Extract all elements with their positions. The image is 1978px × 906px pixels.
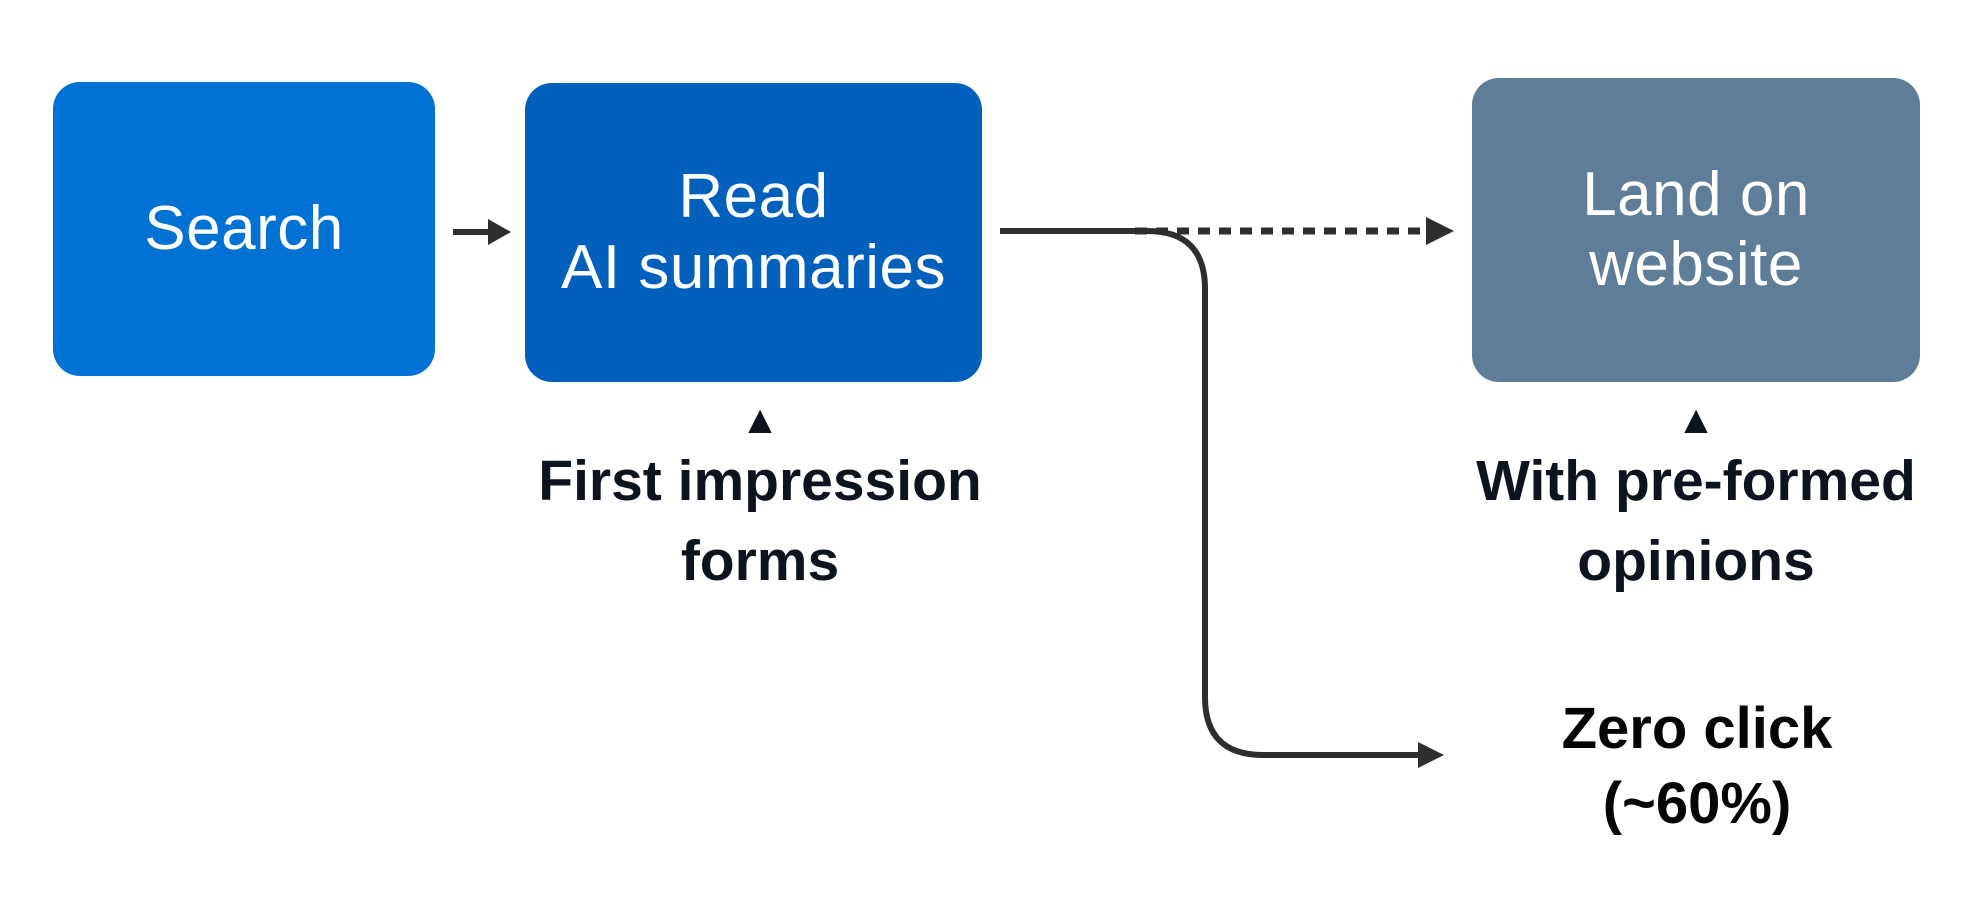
outcome-zero-click: Zero click (~60%) bbox=[1447, 691, 1947, 842]
annotation-line: First impression bbox=[538, 449, 982, 513]
triangle-up-icon: ▲ bbox=[1676, 398, 1716, 442]
arrowhead-icon bbox=[1418, 742, 1444, 768]
node-read-ai-summaries: Read AI summaries bbox=[525, 83, 982, 382]
triangle-up-icon: ▲ bbox=[740, 398, 780, 442]
outcome-line: (~60%) bbox=[1602, 771, 1792, 837]
outcome-line: Zero click bbox=[1561, 696, 1833, 761]
node-label-line: Search bbox=[144, 193, 344, 263]
node-label-line: Read bbox=[678, 162, 829, 232]
annotation-text: With pre-formed opinions bbox=[1446, 442, 1946, 602]
node-label-line: AI summaries bbox=[561, 232, 946, 302]
annotation-pre-formed-opinions: ▲ With pre-formed opinions bbox=[1446, 400, 1946, 602]
node-land-on-website: Land on website bbox=[1472, 78, 1920, 382]
node-label-line: website bbox=[1589, 230, 1803, 299]
node-label: Land on website bbox=[1582, 160, 1810, 300]
edge-curved-line bbox=[1000, 228, 1420, 758]
node-label: Read AI summaries bbox=[561, 162, 946, 302]
annotation-line: With pre-formed bbox=[1476, 449, 1916, 513]
node-label: Search bbox=[144, 194, 343, 264]
node-label-line: Land on bbox=[1582, 159, 1810, 229]
annotation-line: forms bbox=[680, 528, 840, 593]
edge-read-to-land bbox=[1135, 217, 1454, 245]
edge-read-to-zero-click bbox=[1000, 228, 1444, 768]
annotation-text: First impression forms bbox=[510, 442, 1010, 602]
annotation-first-impression: ▲ First impression forms bbox=[510, 400, 1010, 602]
arrowhead-icon bbox=[1426, 217, 1454, 245]
edge-search-to-read bbox=[453, 219, 511, 245]
node-search: Search bbox=[53, 82, 435, 376]
arrowhead-icon bbox=[488, 219, 511, 245]
annotation-line: opinions bbox=[1577, 528, 1815, 593]
